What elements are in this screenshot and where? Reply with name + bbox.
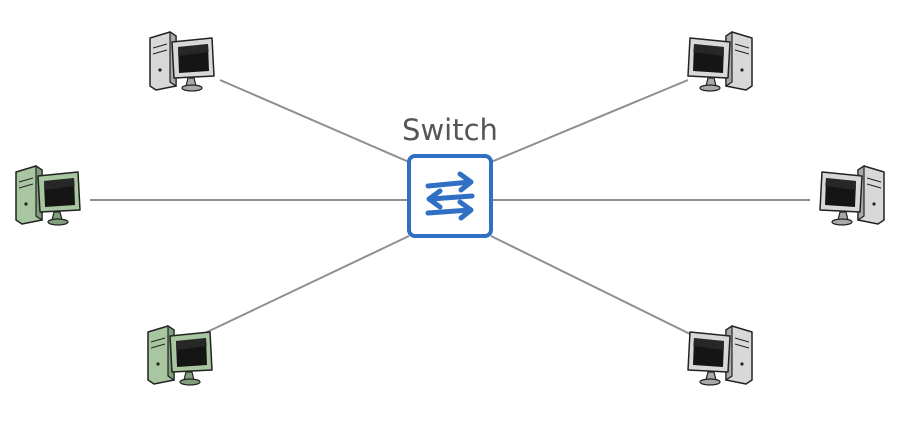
computer-top-right[interactable]: [688, 32, 752, 91]
computer-bottom-left[interactable]: [147, 325, 213, 386]
computer-middle-left[interactable]: [15, 165, 81, 226]
link-line-bottom-right: [490, 235, 693, 336]
link-line-bottom-left: [204, 235, 410, 334]
computer-top-left[interactable]: [149, 31, 215, 92]
computer-bottom-right[interactable]: [688, 326, 752, 385]
switch-label: Switch: [402, 113, 498, 147]
computer-icon: [688, 32, 752, 91]
computer-icon: [147, 325, 213, 386]
computer-icon: [15, 165, 81, 226]
link-line-top-right: [490, 79, 689, 163]
connection-lines: [90, 79, 810, 336]
link-line-top-left: [219, 79, 410, 163]
computer-icon: [688, 326, 752, 385]
computer-icon: [149, 31, 215, 92]
switch-arrows-icon: [425, 171, 475, 221]
switch-node[interactable]: [407, 154, 493, 238]
computer-middle-right[interactable]: [820, 166, 884, 225]
computer-icon: [820, 166, 884, 225]
